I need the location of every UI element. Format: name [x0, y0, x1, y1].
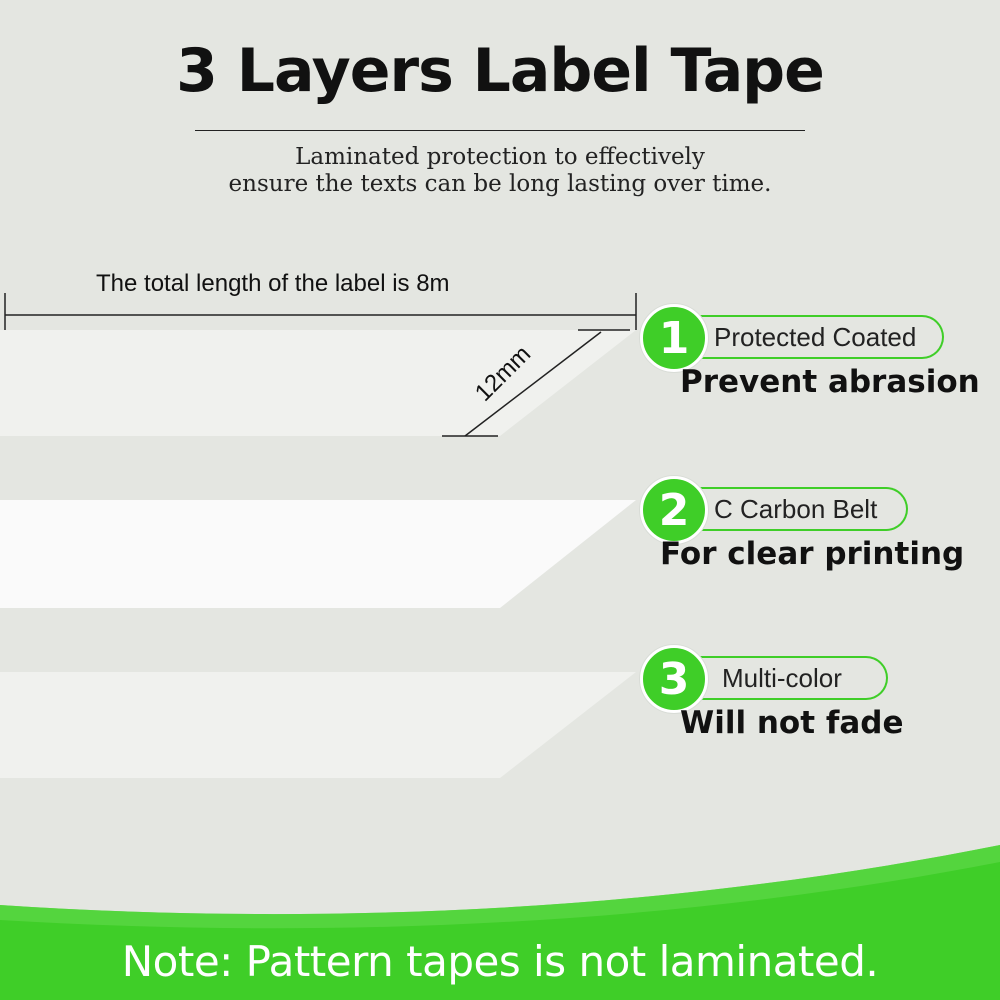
- subtitle-line-1: Laminated protection to effectively: [295, 144, 705, 170]
- green-wave: [0, 845, 1000, 1000]
- layer-2-name: C Carbon Belt: [692, 487, 908, 531]
- layer-1-number-badge: 1: [640, 304, 708, 372]
- layer-2-sheet: [0, 500, 636, 608]
- layer-3-number-badge: 3: [640, 645, 708, 713]
- layer-3-sheet: [0, 672, 636, 778]
- layer-3-benefit: Will not fade: [680, 705, 904, 741]
- layer-1-benefit: Prevent abrasion: [680, 364, 980, 400]
- width-dimension-line: [464, 331, 602, 437]
- layer-2-number-badge: 2: [640, 476, 708, 544]
- footer-note: Note: Pattern tapes is not laminated.: [121, 937, 879, 986]
- layer-3-name: Multi-color: [692, 656, 888, 700]
- layer-1-sheet: [0, 330, 636, 436]
- layer-2-benefit: For clear printing: [660, 536, 965, 572]
- subtitle: Laminated protection to effectively ensu…: [0, 144, 1000, 198]
- title-divider: [195, 130, 805, 131]
- page-title: 3 Layers Label Tape: [176, 36, 825, 106]
- layer-1-name: Protected Coated: [692, 315, 944, 359]
- length-label: The total length of the label is 8m: [96, 270, 450, 297]
- subtitle-line-2: ensure the texts can be long lasting ove…: [228, 171, 772, 197]
